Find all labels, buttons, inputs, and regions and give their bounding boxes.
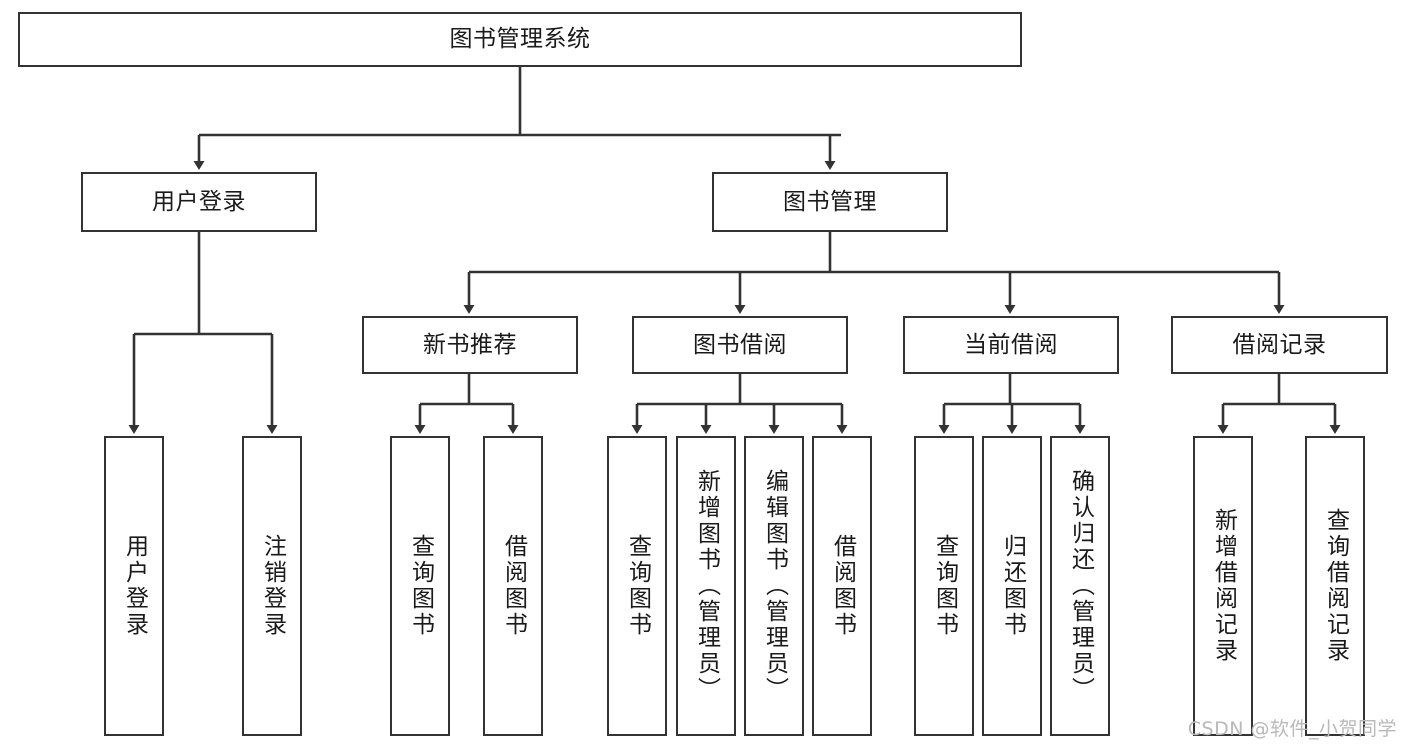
- node-book-management[interactable]: 图书管理: [712, 172, 948, 232]
- node-leaf-edit-book[interactable]: 编辑图书（管理员）: [744, 436, 804, 736]
- node-user-login[interactable]: 用户登录: [81, 172, 317, 232]
- node-leaf-query-book-2-label: 查询图书: [624, 534, 651, 638]
- node-book-borrow-label: 图书借阅: [693, 331, 787, 358]
- node-leaf-add-book-label: 新增图书（管理员）: [693, 469, 720, 703]
- node-user-login-label: 用户登录: [152, 188, 246, 215]
- node-borrow-record-label: 借阅记录: [1232, 331, 1327, 358]
- node-current-borrow[interactable]: 当前借阅: [903, 316, 1119, 374]
- node-leaf-return-book[interactable]: 归还图书: [982, 436, 1042, 736]
- node-leaf-add-record-label: 新增借阅记录: [1210, 508, 1237, 664]
- node-book-borrow[interactable]: 图书借阅: [632, 316, 848, 374]
- node-leaf-edit-book-label: 编辑图书（管理员）: [761, 469, 788, 703]
- node-new-book-recommend[interactable]: 新书推荐: [362, 316, 578, 374]
- node-leaf-query-book-1-label: 查询图书: [407, 534, 434, 638]
- node-leaf-borrow-book-2-label: 借阅图书: [829, 534, 856, 638]
- node-leaf-query-record[interactable]: 查询借阅记录: [1305, 436, 1365, 736]
- node-root-label: 图书管理系统: [449, 26, 591, 53]
- node-leaf-logout-login[interactable]: 注销登录: [242, 436, 302, 736]
- node-leaf-borrow-book-1-label: 借阅图书: [500, 534, 527, 638]
- node-leaf-borrow-book-1[interactable]: 借阅图书: [483, 436, 543, 736]
- node-leaf-confirm-return[interactable]: 确认归还（管理员）: [1050, 436, 1110, 736]
- node-leaf-borrow-book-2[interactable]: 借阅图书: [812, 436, 872, 736]
- node-leaf-add-book[interactable]: 新增图书（管理员）: [676, 436, 736, 736]
- node-borrow-record[interactable]: 借阅记录: [1171, 316, 1388, 374]
- node-leaf-user-login-label: 用户登录: [121, 534, 148, 638]
- node-leaf-return-book-label: 归还图书: [999, 534, 1026, 638]
- node-leaf-query-book-3-label: 查询图书: [931, 534, 958, 638]
- node-root[interactable]: 图书管理系统: [18, 12, 1022, 67]
- node-leaf-confirm-return-label: 确认归还（管理员）: [1067, 469, 1094, 703]
- node-new-book-recommend-label: 新书推荐: [423, 331, 517, 358]
- node-current-borrow-label: 当前借阅: [964, 331, 1058, 358]
- node-leaf-query-book-2[interactable]: 查询图书: [607, 436, 667, 736]
- node-leaf-user-login[interactable]: 用户登录: [104, 436, 164, 736]
- node-leaf-add-record[interactable]: 新增借阅记录: [1193, 436, 1253, 736]
- node-leaf-query-book-1[interactable]: 查询图书: [390, 436, 450, 736]
- node-leaf-query-book-3[interactable]: 查询图书: [914, 436, 974, 736]
- node-book-management-label: 图书管理: [783, 188, 877, 215]
- watermark: CSDN @软件_小贺同学: [1187, 718, 1397, 740]
- node-leaf-logout-login-label: 注销登录: [259, 534, 286, 638]
- node-leaf-query-record-label: 查询借阅记录: [1322, 508, 1349, 664]
